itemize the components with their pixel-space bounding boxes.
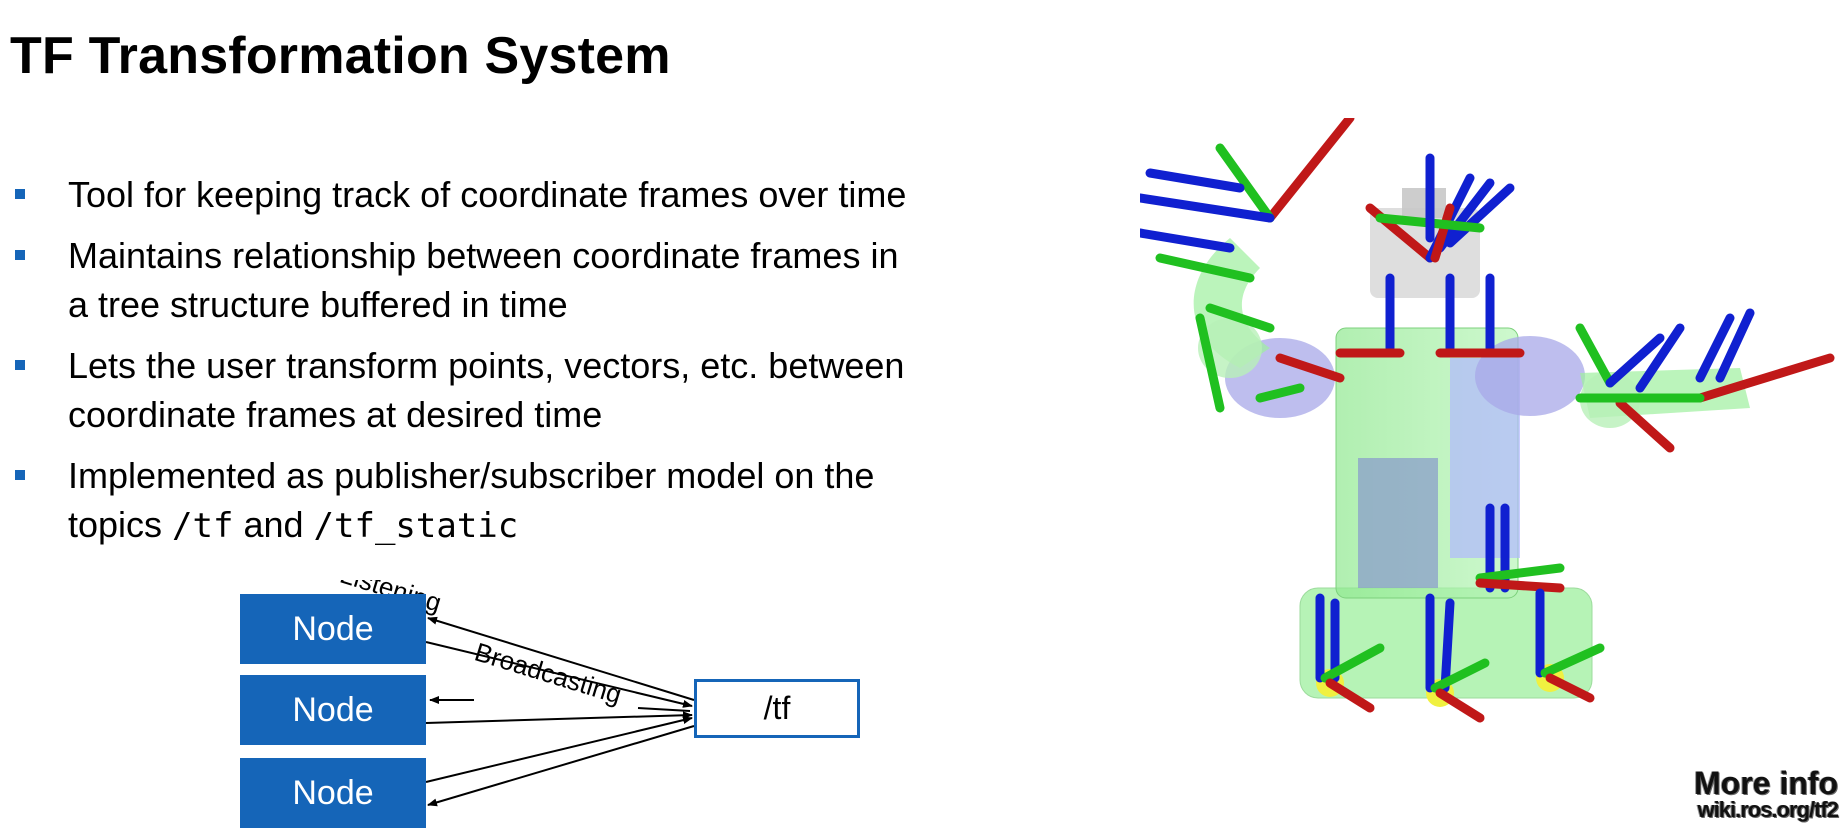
- bullet-text-line2: coordinate frames at desired time: [68, 394, 603, 435]
- robot-illustration-svg: [1135, 113, 1835, 723]
- more-info-label: More info: [1694, 765, 1838, 801]
- bullet-text-line2: a tree structure buffered in time: [68, 284, 568, 325]
- square-bullet-icon: [15, 250, 25, 260]
- bullet-item: Tool for keeping track of coordinate fra…: [10, 170, 1070, 219]
- bullet-item: Implemented as publisher/subscriber mode…: [10, 451, 1070, 551]
- bullet-item: Maintains relationship between coordinat…: [10, 231, 1070, 329]
- bullet-text-line2-mid: and: [233, 504, 314, 545]
- node-box: Node: [240, 675, 426, 745]
- bullet-item: Lets the user transform points, vectors,…: [10, 341, 1070, 439]
- code-topic-tf-static: /tf_static: [313, 506, 519, 546]
- bullet-text-line2-prefix: topics: [68, 504, 173, 545]
- robot-tf-frames-illustration: [1135, 113, 1840, 728]
- tf-pubsub-diagram: Listening Broadcasting Node Node Node /t…: [0, 580, 900, 828]
- more-info-footer[interactable]: More info wiki.ros.org/tf2: [1694, 765, 1839, 822]
- diagram-arrows: Listening Broadcasting: [337, 580, 695, 807]
- node-box: Node: [240, 758, 426, 828]
- label-broadcasting: Broadcasting: [471, 637, 625, 710]
- square-bullet-icon: [15, 470, 25, 480]
- bullet-list: Tool for keeping track of coordinate fra…: [10, 170, 1070, 551]
- bullet-text: Maintains relationship between coordinat…: [68, 235, 899, 276]
- more-info-link[interactable]: wiki.ros.org/tf2: [1697, 797, 1839, 822]
- bullet-text: Lets the user transform points, vectors,…: [68, 345, 905, 386]
- tf-topic-box: /tf: [694, 679, 860, 738]
- square-bullet-icon: [15, 189, 25, 199]
- slide-title: TF Transformation System: [10, 27, 671, 85]
- bullet-text: Tool for keeping track of coordinate fra…: [68, 174, 907, 215]
- bullet-text: Implemented as publisher/subscriber mode…: [68, 455, 875, 496]
- node-box: Node: [240, 594, 426, 664]
- square-bullet-icon: [15, 360, 25, 370]
- code-topic-tf: /tf: [172, 506, 234, 546]
